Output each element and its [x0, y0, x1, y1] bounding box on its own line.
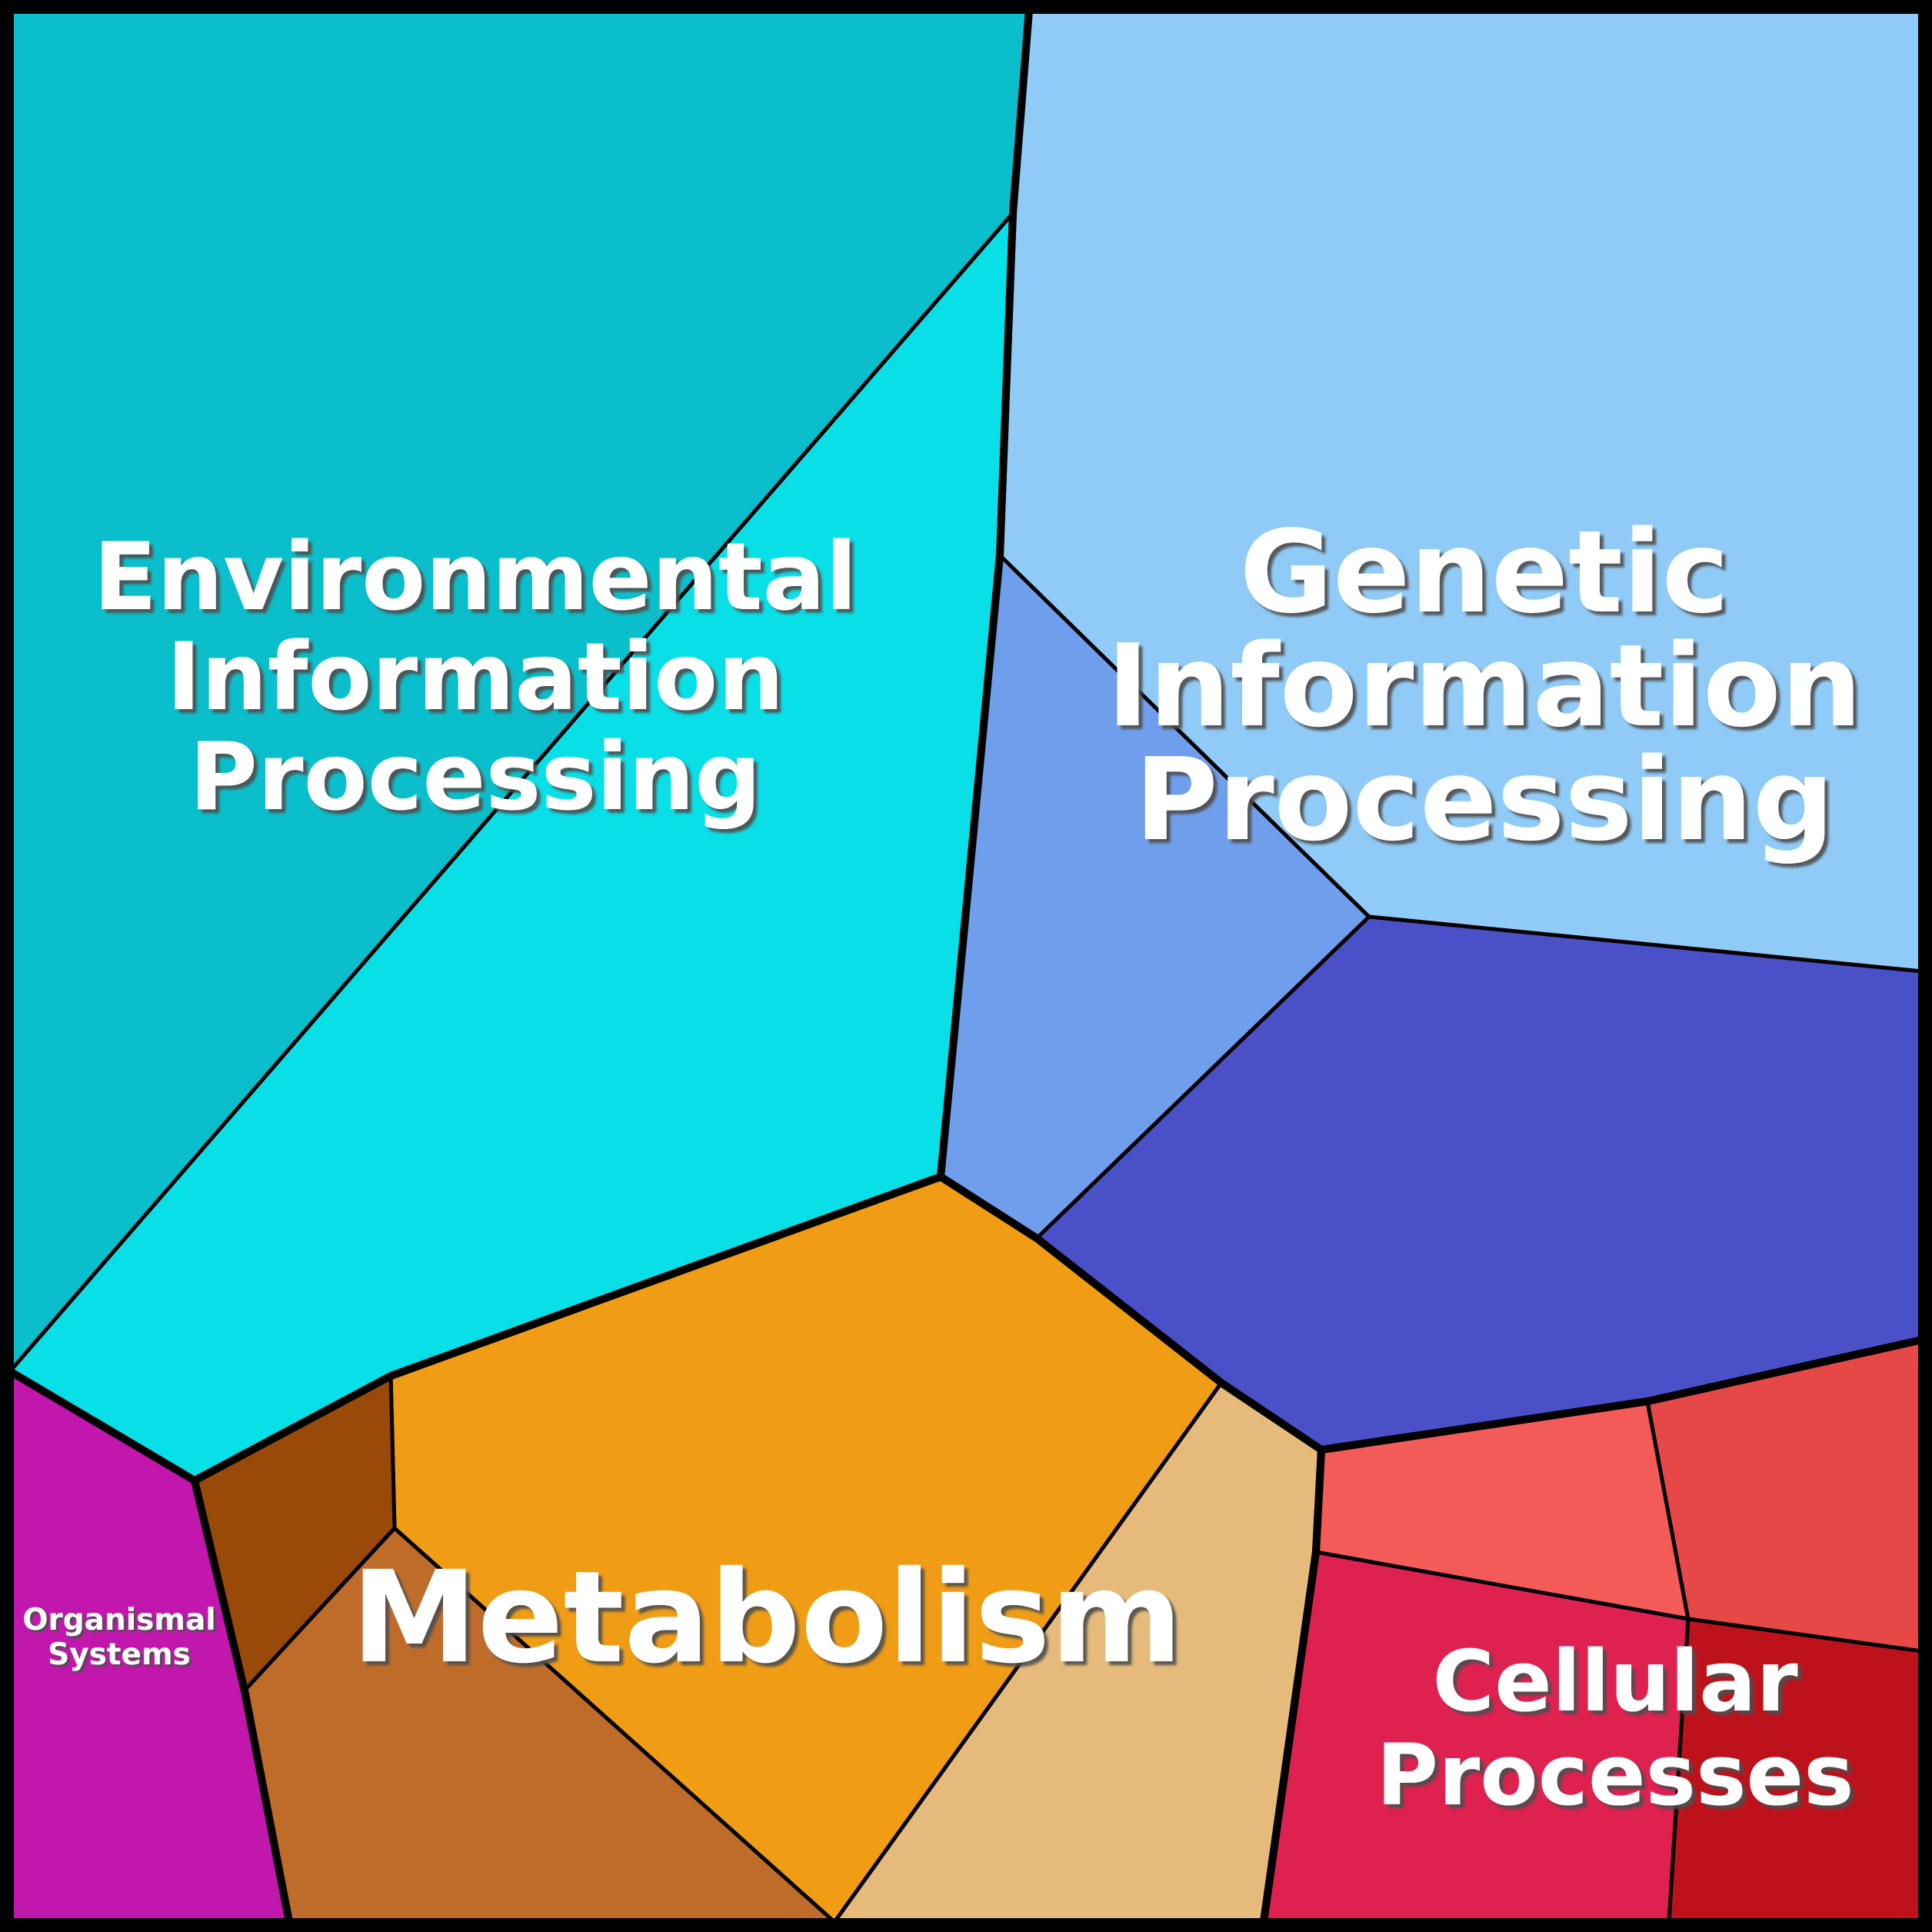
- cell-label-line-metabolism: Metabolism: [351, 1544, 1182, 1691]
- cell-label-line-organismal: Systems: [48, 1637, 191, 1672]
- cell-label-line-genetic: Information: [1107, 620, 1862, 752]
- cell-label-line-genetic: Processing: [1134, 734, 1834, 866]
- cell-label-line-organismal: Organismal: [22, 1603, 215, 1637]
- cell-label-line-environmental: Environmental: [93, 523, 857, 631]
- cell-label-line-genetic: Genetic: [1240, 506, 1730, 638]
- treemap-subcells: [8, 8, 1924, 1924]
- treemap-labels: EnvironmentalInformationProcessingGeneti…: [22, 506, 1862, 1824]
- cell-label-line-cellular: Processes: [1376, 1726, 1854, 1824]
- cell-label-line-environmental: Information: [167, 623, 784, 731]
- cell-label-line-cellular: Cellular: [1432, 1632, 1797, 1730]
- cell-label-line-environmental: Processing: [189, 723, 761, 831]
- cell-label-metabolism: Metabolism: [351, 1544, 1182, 1691]
